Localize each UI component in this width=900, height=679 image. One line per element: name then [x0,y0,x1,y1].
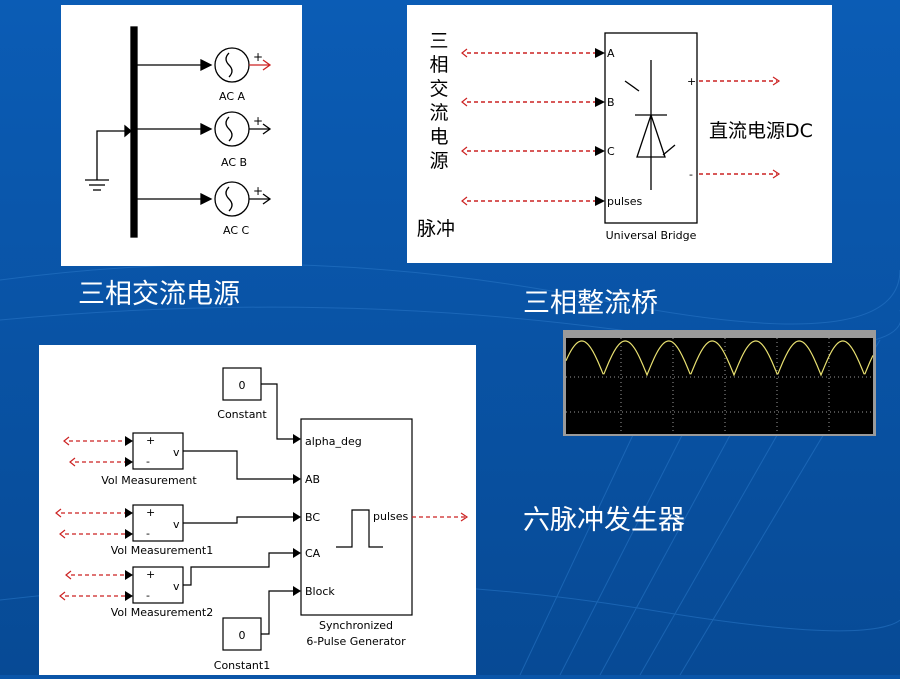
port-a: A [607,47,615,60]
ac-source-panel: + + + AC A AC B AC C [61,5,302,266]
constant1-name: Constant1 [214,659,270,672]
vm-out: v [173,446,180,459]
scope-panel [563,330,876,436]
source-char-5: 电 [429,126,448,148]
vm2-plus: + [146,568,155,581]
port-plus: + [687,75,696,88]
pulse-label: 脉冲 [417,218,455,240]
vm1-minus: - [146,527,150,540]
pulse-generator-diagram: 0 Constant 0 Constant1 + - v Vol Measure… [55,367,469,672]
plus-label-b: + [253,114,263,128]
gen-in-ab: AB [305,473,320,486]
constant1-value: 0 [239,629,246,642]
bridge-panel: 三 相 交 流 电 源 脉冲 [407,5,832,263]
bridge-diagram: 三 相 交 流 电 源 脉冲 [417,30,813,242]
plus-label-a: + [253,50,263,64]
source-char-2: 相 [429,54,448,76]
scope-display [565,338,874,434]
vol-measurement-block [132,432,184,470]
bridge-name: Universal Bridge [606,229,697,242]
caption-ac-source: 三相交流电源 [78,279,240,310]
pulse-generator-panel: 0 Constant 0 Constant1 + - v Vol Measure… [39,345,476,675]
vol-measurement2-block [132,566,184,604]
caption-pulse-generator: 六脉冲发生器 [523,505,685,536]
vm1-name: Vol Measurement1 [111,544,213,557]
constant-name: Constant [217,408,267,421]
vm2-name: Vol Measurement2 [111,606,213,619]
source-char-6: 源 [429,150,448,172]
ac-a-label: AC A [219,90,246,103]
constant-value: 0 [239,379,246,392]
ac-source-diagram: + + + AC A AC B AC C [85,26,272,238]
gen-in-alpha: alpha_deg [305,435,362,448]
pulse-generator-block [300,418,413,616]
vm1-out: v [173,518,180,531]
vm2-minus: - [146,589,150,602]
dc-output-label: 直流电源DC [709,120,813,142]
source-char-1: 三 [429,30,448,52]
ac-b-label: AC B [221,156,247,169]
caption-bridge: 三相整流桥 [523,288,658,319]
port-b: B [607,96,615,109]
source-char-4: 流 [429,102,448,124]
port-pulses: pulses [607,195,643,208]
source-char-3: 交 [429,78,448,100]
vm-name: Vol Measurement [101,474,197,487]
gen-in-ca: CA [305,547,321,560]
gen-in-block: Block [305,585,335,598]
bus-bar [130,26,138,238]
gen-name-line2: 6-Pulse Generator [306,635,406,648]
vol-measurement1-block [132,504,184,542]
gen-out-pulses: pulses [373,510,409,523]
gen-in-bc: BC [305,511,320,524]
port-minus: - [689,168,693,181]
vm-minus: - [146,455,150,468]
port-c: C [607,145,615,158]
plus-label-c: + [253,184,263,198]
vm1-plus: + [146,506,155,519]
vm2-out: v [173,580,180,593]
gen-name-line1: Synchronized [319,619,393,632]
rectified-trace [565,340,874,377]
ac-c-label: AC C [223,224,250,237]
vm-plus: + [146,434,155,447]
constant1-block [222,617,262,651]
